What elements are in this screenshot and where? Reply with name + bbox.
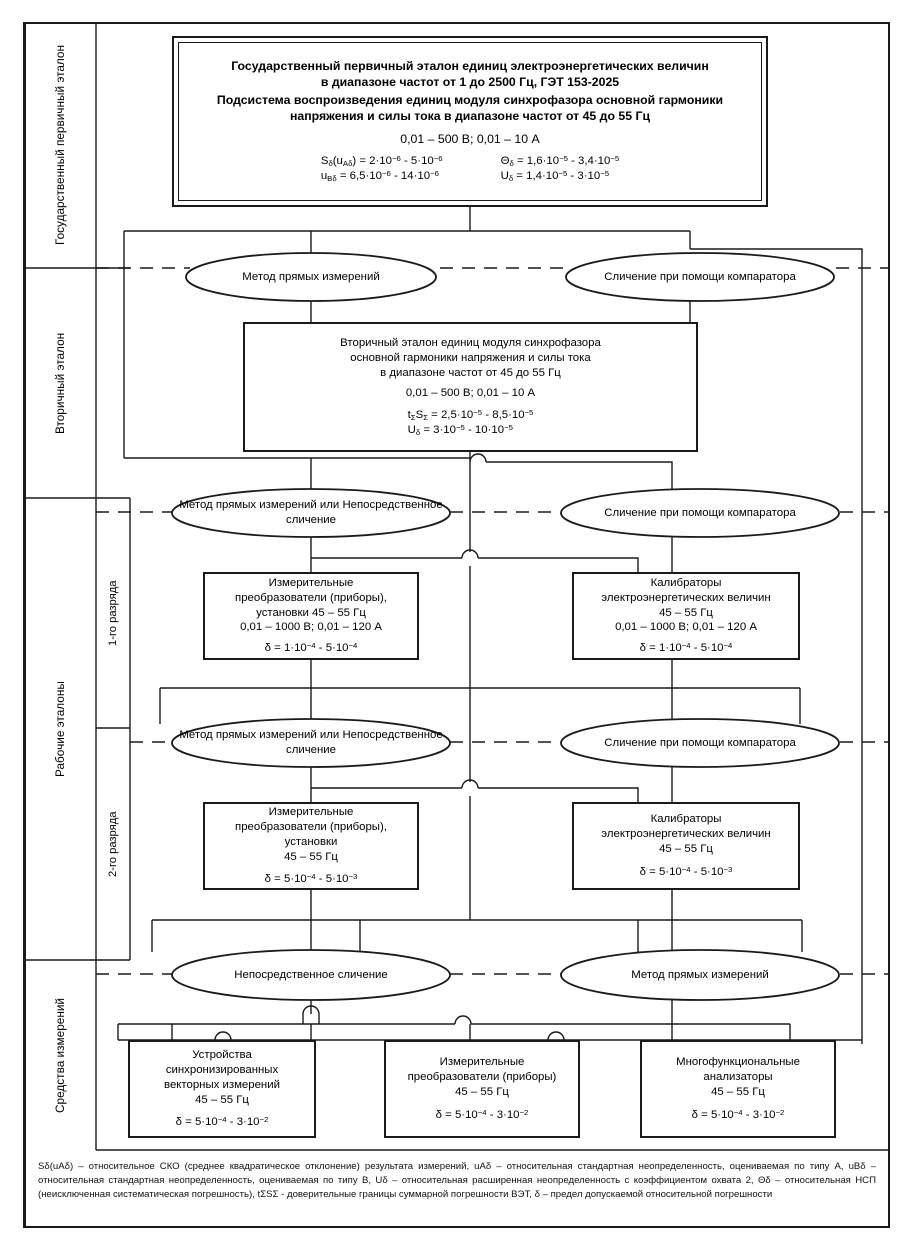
secondary-formula-1: tΣSΣ = 2,5·10−5 - 8,5·10−5 <box>407 408 534 423</box>
secondary-line: Вторичный эталон единиц модуля синхрофаз… <box>340 337 601 350</box>
instrument-box-analyzers: Многофункциональные анализаторы 45 – 55 … <box>640 1040 836 1138</box>
rank1-right-line: 45 – 55 Гц <box>659 606 713 619</box>
rank1-right-formula: δ = 1·10−4 - 5·10−4 <box>639 640 733 655</box>
gpe-formula-column-right: Θδ = 1,6·10−5 - 3,4·10−5 Uδ = 1,4·10−5 -… <box>501 154 620 185</box>
rank1-measuring-transducers-box: Измерительные преобразователи (приборы),… <box>203 572 419 660</box>
instrument-line: Устройства <box>192 1049 252 1062</box>
gpe-range: 0,01 – 500 В; 0,01 – 10 А <box>400 131 540 146</box>
rank1-right-line: Калибраторы <box>650 576 722 589</box>
sidebar-sub-rank-1: 1-го разряда <box>96 498 130 728</box>
instrument-formula: δ = 5·10−4 - 3·10−2 <box>691 1108 785 1122</box>
gpe-title-line-3: Подсистема воспроизведения единиц модуля… <box>216 92 724 107</box>
sidebar-item-secondary-standard: Вторичный эталон <box>24 268 96 498</box>
gpe-title-line-4: напряжения и силы тока в диапазоне часто… <box>289 108 651 123</box>
sidebar-sub-label-text: 1-го разряда <box>107 580 119 646</box>
ellipse-method-m3r <box>560 718 840 768</box>
rank2-left-line: Измерительные <box>268 806 354 819</box>
gpe-title-line-1: Государственный первичный эталон единиц … <box>231 58 709 73</box>
rank2-left-formula: δ = 5·10−4 - 5·10−3 <box>264 871 358 885</box>
gpe-formula-2: uВδ = 6,5·10−6 - 14·10−6 <box>320 169 439 184</box>
instrument-box-pmu: Устройства синхронизированных векторных … <box>128 1040 316 1138</box>
rank2-left-line: преобразователи (приборы), <box>235 821 387 834</box>
rank2-right-range: 45 – 55 Гц <box>659 842 713 855</box>
state-primary-standard-box: Государственный первичный эталон единиц … <box>172 36 768 207</box>
rank2-right-line: электроэнергетических величин <box>601 827 771 840</box>
secondary-line: в диапазоне частот от 45 до 55 Гц <box>380 366 561 379</box>
ellipse-method-m1r <box>565 252 835 302</box>
ellipse-method-m4r <box>560 949 840 1001</box>
gpe-title-line-2: в диапазоне частот от 1 до 2500 Гц, ГЭТ … <box>320 74 620 89</box>
ellipse-method-m3l <box>171 718 451 768</box>
rank1-right-line: электроэнергетических величин <box>601 591 771 604</box>
sidebar-item-state-primary-standard: Государственный первичный эталон <box>24 22 96 268</box>
rank1-left-formula: δ = 1·10−4 - 5·10−4 <box>264 640 358 655</box>
sidebar-sub-label-text: 2-го разряда <box>107 811 119 877</box>
rank1-left-range: 0,01 – 1000 В; 0,01 – 120 А <box>240 621 382 634</box>
ellipse-method-m2r <box>560 488 840 538</box>
secondary-standard-box: Вторичный эталон единиц модуля синхрофаз… <box>243 322 698 452</box>
secondary-line: основной гармоники напряжения и силы ток… <box>350 351 591 364</box>
rank2-right-line: Калибраторы <box>650 812 722 825</box>
gpe-formula-4: Uδ = 1,4·10−5 - 3·10−5 <box>500 169 610 184</box>
state-primary-standard-inner: Государственный первичный эталон единиц … <box>178 42 762 201</box>
instrument-formula: δ = 5·10−4 - 3·10−2 <box>435 1108 529 1122</box>
instrument-formula: δ = 5·10−4 - 3·10−2 <box>175 1114 269 1128</box>
rank2-measuring-transducers-box: Измерительные преобразователи (приборы),… <box>203 802 419 890</box>
secondary-range: 0,01 – 500 В; 0,01 – 10 А <box>405 386 536 399</box>
legend-text: Sδ(uАδ) – относительное СКО (среднее ква… <box>38 1161 876 1201</box>
instrument-line: анализаторы <box>703 1070 773 1083</box>
instrument-range: 45 – 55 Гц <box>711 1085 765 1098</box>
ellipse-method-m4l <box>171 949 451 1001</box>
rank2-left-range: 45 – 55 Гц <box>284 850 338 863</box>
instrument-box-transducers: Измерительные преобразователи (приборы) … <box>384 1040 580 1138</box>
rank2-right-formula: δ = 5·10−4 - 5·10−3 <box>639 865 733 879</box>
rank1-left-line: преобразователи (приборы), <box>235 591 387 604</box>
rank2-calibrators-box: Калибраторы электроэнергетических величи… <box>572 802 800 890</box>
sidebar-item-measuring-instruments: Средства измерений <box>24 960 96 1150</box>
rank1-calibrators-box: Калибраторы электроэнергетических величи… <box>572 572 800 660</box>
gpe-formula-1: Sδ(uАδ) = 2·10−6 - 5·10−6 <box>320 153 443 168</box>
sidebar-label-text: Вторичный эталон <box>53 332 67 434</box>
gpe-formula-column-left: Sδ(uАδ) = 2·10−6 - 5·10−6 uВδ = 6,5·10−6… <box>321 154 443 185</box>
sidebar-label-text: Средства измерений <box>53 997 67 1113</box>
rank1-left-line: Измерительные <box>268 576 354 589</box>
sidebar-sub-rank-2: 2-го разряда <box>96 728 130 960</box>
instrument-range: 45 – 55 Гц <box>455 1085 509 1098</box>
rank2-left-line: установки <box>284 836 338 849</box>
instrument-line: Многофункциональные <box>676 1055 800 1068</box>
ellipse-method-m1l <box>185 252 437 302</box>
gpe-formula-3: Θδ = 1,6·10−5 - 3,4·10−5 <box>500 153 620 168</box>
ellipse-method-m2l <box>171 488 451 538</box>
instrument-line: преобразователи (приборы) <box>407 1070 557 1083</box>
sidebar-item-working-standards: Рабочие эталоны <box>24 498 96 960</box>
instrument-line: Измерительные <box>439 1055 525 1068</box>
secondary-formula-2: Uδ = 3·10−5 - 10·10−5 <box>407 422 513 438</box>
sidebar-label-text: Государственный первичный эталон <box>53 45 67 245</box>
rank1-left-line: установки 45 – 55 Гц <box>256 606 366 619</box>
sidebar-label-text: Рабочие эталоны <box>53 681 67 777</box>
instrument-range: 45 – 55 Гц <box>195 1093 249 1106</box>
rank1-right-range: 0,01 – 1000 В; 0,01 – 120 А <box>615 621 757 634</box>
instrument-line: векторных измерений <box>164 1079 280 1092</box>
instrument-line: синхронизированных <box>165 1064 279 1077</box>
gpe-formula-columns: Sδ(uАδ) = 2·10−6 - 5·10−6 uВδ = 6,5·10−6… <box>179 154 761 185</box>
